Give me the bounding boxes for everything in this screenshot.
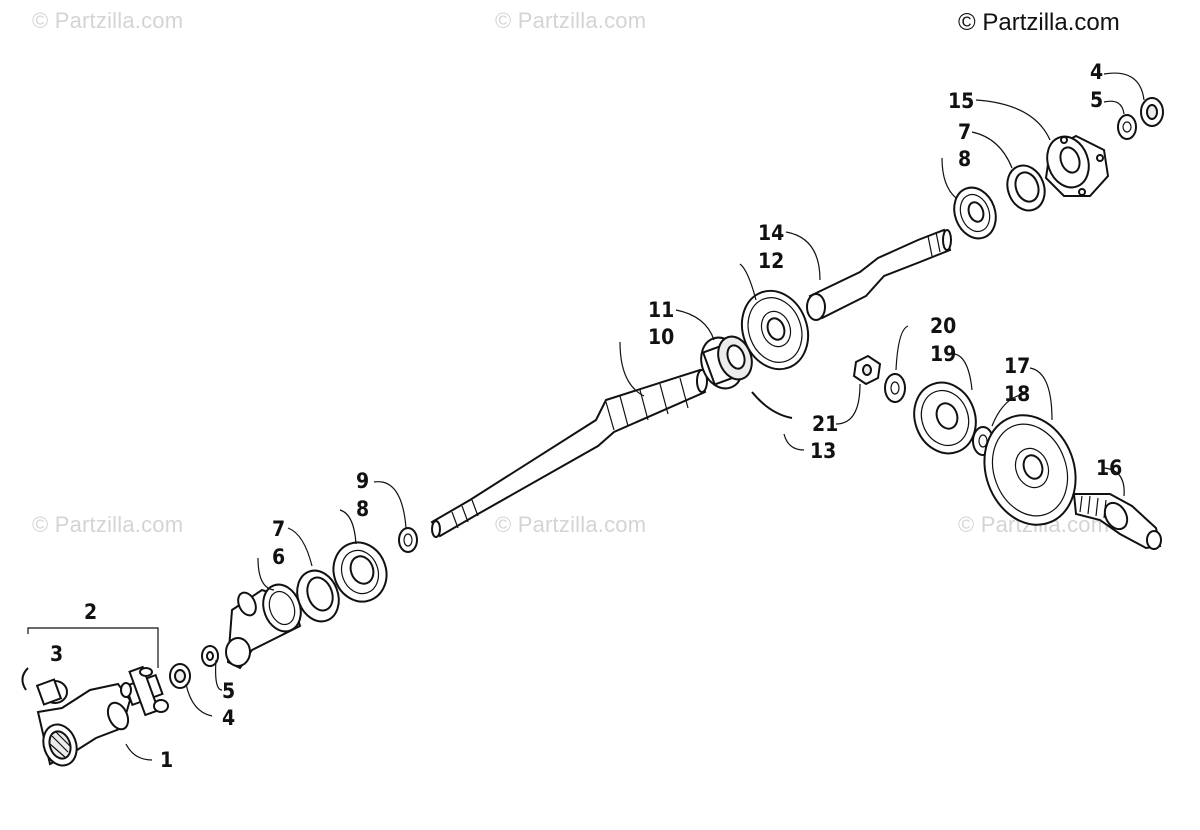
- callout-15: 15: [948, 89, 974, 113]
- part-13-snap-ring[interactable]: [751, 391, 793, 419]
- part-10-driveshaft[interactable]: [430, 368, 708, 538]
- callout-5-lower: 5: [222, 679, 235, 703]
- callout-9: 9: [356, 469, 369, 493]
- callout-2: 2: [84, 600, 97, 624]
- part-20-washer[interactable]: [884, 373, 906, 403]
- part-21-nut[interactable]: [852, 354, 882, 386]
- callout-16: 16: [1096, 456, 1122, 480]
- watermark-mid-left: © Partzilla.com: [32, 512, 184, 537]
- watermark-top-left: © Partzilla.com: [32, 8, 184, 33]
- part-14-pinion-shaft[interactable]: [806, 228, 952, 321]
- part-5-washer-lower[interactable]: [201, 645, 219, 667]
- part-17-large-gear[interactable]: [970, 402, 1091, 537]
- part-15-output-flange[interactable]: [1040, 131, 1110, 197]
- callout-12: 12: [758, 249, 784, 273]
- callout-21: 21: [812, 412, 838, 436]
- part-8-bearing-lower[interactable]: [325, 535, 394, 609]
- part-9-washer[interactable]: [398, 527, 418, 553]
- callout-4-lower: 4: [222, 706, 235, 730]
- callout-13: 13: [810, 439, 836, 463]
- callout-5-upper: 5: [1090, 88, 1103, 112]
- part-19-gear[interactable]: [904, 374, 985, 462]
- watermark-top-center: © Partzilla.com: [495, 8, 647, 33]
- copyright-notice: © Partzilla.com: [958, 9, 1120, 36]
- part-12-ring-gear[interactable]: [731, 281, 819, 378]
- part-8-bearing-upper[interactable]: [947, 182, 1002, 245]
- callout-8-upper: 8: [958, 147, 971, 171]
- callout-1: 1: [160, 748, 173, 772]
- part-2-cross[interactable]: [120, 665, 169, 717]
- leader-lines: [27, 72, 1145, 761]
- part-11-bearing[interactable]: [694, 332, 757, 395]
- callout-10: 10: [648, 325, 674, 349]
- part-3-clip[interactable]: [21, 667, 68, 706]
- part-1-yoke[interactable]: [36, 682, 132, 770]
- part-4-nut-lower[interactable]: [169, 663, 191, 689]
- callout-20: 20: [930, 314, 956, 338]
- part-7-seal-upper[interactable]: [1001, 160, 1051, 216]
- part-7-seal-lower[interactable]: [290, 565, 345, 628]
- callout-7-lower: 7: [272, 517, 285, 541]
- callout-8-lower: 8: [356, 497, 369, 521]
- callout-11: 11: [648, 298, 674, 322]
- part-6-flange-yoke[interactable]: [225, 579, 307, 670]
- callout-3: 3: [50, 642, 63, 666]
- part-4-nut-upper[interactable]: [1140, 97, 1164, 127]
- part-16-shaft[interactable]: [1072, 493, 1162, 550]
- callout-14: 14: [758, 221, 784, 245]
- callout-19: 19: [930, 342, 956, 366]
- callout-4-upper: 4: [1090, 60, 1103, 84]
- callout-labels: 1 2 3 4 5 6 7 8 9 10 11 12 13 14 15 7 8 …: [50, 60, 1122, 772]
- callout-6: 6: [272, 545, 285, 569]
- watermark-mid-center: © Partzilla.com: [495, 512, 647, 537]
- part-5-washer-upper[interactable]: [1117, 114, 1137, 140]
- callout-7-upper: 7: [958, 120, 971, 144]
- callout-17: 17: [1004, 354, 1030, 378]
- callout-18: 18: [1004, 382, 1030, 406]
